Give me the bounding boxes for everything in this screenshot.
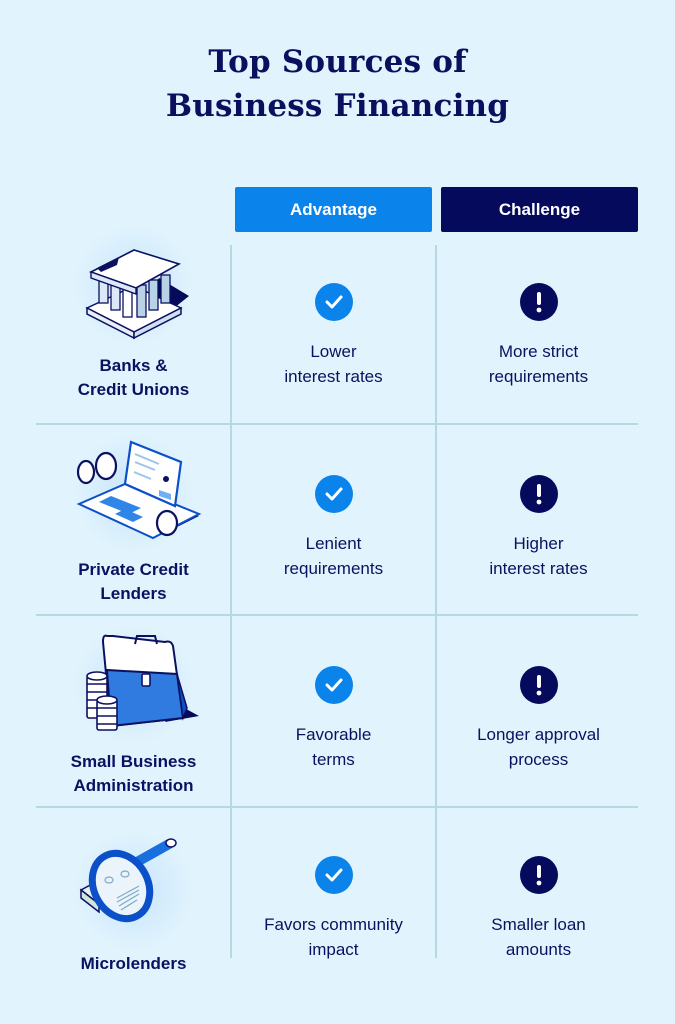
advantage-text: Lenient requirements: [283, 534, 384, 578]
advantage-cell: Favorable terms: [231, 666, 436, 772]
source-cell: Microlenders: [36, 831, 231, 976]
row-divider-2: [36, 614, 638, 616]
source-cell: Banks & Credit Unions: [36, 225, 231, 402]
source-label: Private Credit Lenders: [78, 560, 189, 603]
column-divider-1: [230, 245, 232, 958]
checkmark-icon: [314, 283, 353, 321]
advantage-text: Favorable terms: [295, 725, 372, 769]
exclamation-icon: [519, 666, 558, 704]
briefcase-coins-icon: [59, 625, 209, 745]
source-label: Microlenders: [80, 954, 187, 973]
bank-building-icon: [59, 225, 209, 345]
advantage-cell: Favors community impact: [231, 856, 436, 962]
exclamation-icon: [519, 856, 558, 894]
challenge-text: More strict requirements: [488, 342, 589, 386]
advantage-column-header: Advantage: [235, 187, 432, 232]
checkmark-icon: [314, 856, 353, 894]
advantage-cell: Lenient requirements: [231, 475, 436, 581]
challenge-cell: Smaller loan amounts: [436, 856, 641, 962]
challenge-column-header: Challenge: [441, 187, 638, 232]
magnifying-glass-money-icon: [59, 831, 209, 951]
page-title: Top Sources of Business Financing: [0, 40, 675, 128]
challenge-cell: Higher interest rates: [436, 475, 641, 581]
challenge-text: Smaller loan amounts: [491, 915, 586, 959]
challenge-text: Higher interest rates: [489, 534, 588, 578]
title-line-2: Business Financing: [165, 88, 510, 124]
challenge-cell: Longer approval process: [436, 666, 641, 772]
laptop-coins-icon: [59, 433, 209, 553]
checkmark-icon: [314, 475, 353, 513]
source-label: Banks & Credit Unions: [77, 356, 190, 399]
challenge-text: Longer approval process: [477, 725, 600, 769]
exclamation-icon: [519, 475, 558, 513]
source-cell: Small Business Administration: [36, 625, 231, 798]
checkmark-icon: [314, 666, 353, 704]
advantage-cell: Lower interest rates: [231, 283, 436, 389]
exclamation-icon: [519, 283, 558, 321]
source-cell: Private Credit Lenders: [36, 433, 231, 606]
advantage-text: Lower interest rates: [284, 342, 383, 386]
column-divider-2: [435, 245, 437, 958]
source-label: Small Business Administration: [70, 752, 197, 795]
advantage-text: Favors community impact: [264, 915, 403, 959]
row-divider-3: [36, 806, 638, 808]
challenge-cell: More strict requirements: [436, 283, 641, 389]
row-divider-1: [36, 423, 638, 425]
title-line-1: Top Sources of: [208, 44, 467, 80]
